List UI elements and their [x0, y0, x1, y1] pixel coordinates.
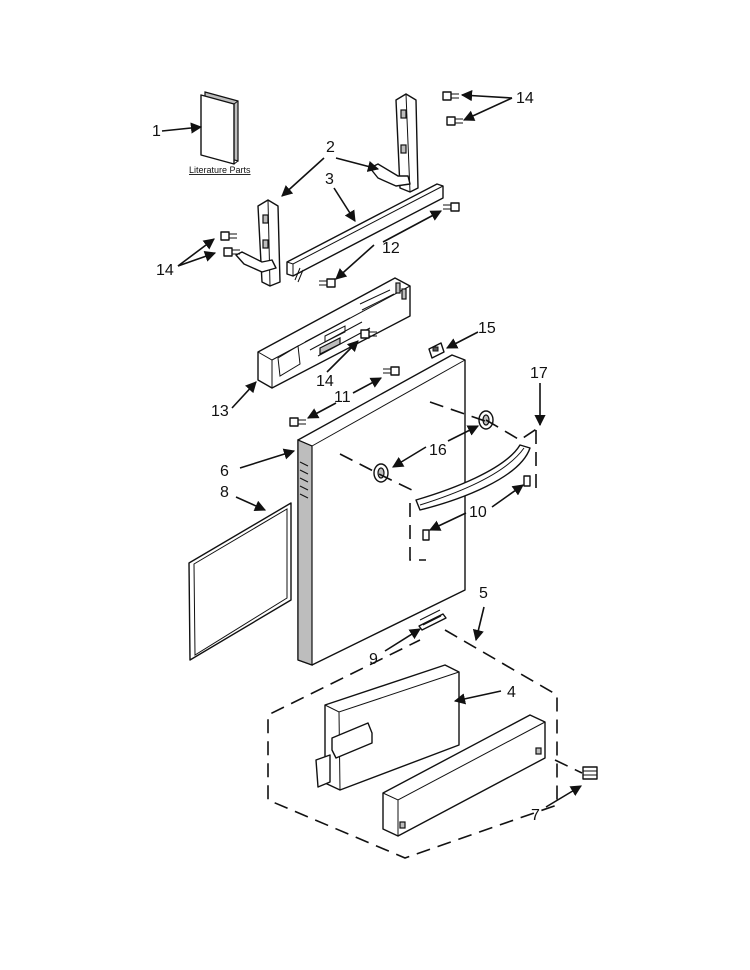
leveling-foot [582, 766, 598, 780]
callout-13: 13 [211, 403, 229, 420]
callout-14-top: 14 [516, 90, 534, 107]
top-rail [286, 183, 444, 283]
callout-14-left: 14 [156, 262, 174, 279]
callout-7: 7 [531, 807, 540, 824]
access-panel [315, 664, 460, 791]
callout-labels: 1 2 3 14 14 12 14 13 11 15 17 16 6 8 10 … [152, 90, 548, 824]
control-assembly [257, 277, 411, 389]
callout-15: 15 [478, 320, 496, 337]
callout-10: 10 [469, 504, 487, 521]
logo-plate-9 [418, 613, 447, 631]
left-mounting-bracket [235, 199, 281, 287]
callout-1: 1 [152, 123, 161, 140]
callout-8: 8 [220, 484, 229, 501]
callout-17: 17 [530, 365, 548, 382]
callout-3: 3 [325, 171, 334, 188]
callout-12: 12 [382, 240, 400, 257]
callout-14-middle: 14 [316, 373, 334, 390]
toe-panel-group-outline [267, 629, 558, 859]
literature-parts-caption: Literature Parts [189, 165, 251, 175]
right-mounting-bracket [369, 93, 419, 193]
callout-6: 6 [220, 463, 229, 480]
callout-9: 9 [369, 651, 378, 668]
toe-plate [382, 714, 546, 837]
callout-4: 4 [507, 684, 516, 701]
callout-2: 2 [326, 139, 335, 156]
callout-16: 16 [429, 442, 447, 459]
panel-insert [188, 502, 292, 661]
assembly-guides [339, 401, 583, 774]
callout-11: 11 [334, 389, 351, 406]
door-panel [297, 354, 466, 666]
callout-arrows [161, 90, 582, 808]
door-handle [415, 444, 531, 511]
callout-5: 5 [479, 585, 488, 602]
set-screws [422, 475, 531, 541]
badge-15 [428, 342, 445, 359]
screws [220, 91, 463, 427]
literature-parts-booklet [200, 91, 239, 165]
